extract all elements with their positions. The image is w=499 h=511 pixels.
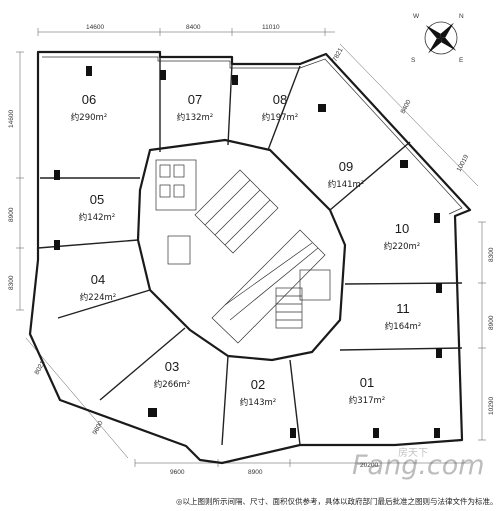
dim-bottom-3: 20200	[360, 462, 378, 469]
watermark-logo: Fang.com	[352, 450, 485, 481]
unit-08-area: 约197m²	[262, 112, 298, 123]
dim-diag-top-2: 8400	[400, 99, 413, 115]
compass-e: E	[459, 57, 464, 64]
compass-n: N	[459, 13, 464, 20]
unit-11-number: 11	[396, 301, 410, 316]
dim-left-3: 8300	[8, 275, 15, 290]
unit-10[interactable]: 10 约220m²	[384, 221, 420, 252]
dim-bottom-2: 8900	[248, 469, 263, 476]
core-details	[155, 159, 331, 344]
dim-left-1: 14600	[8, 110, 15, 128]
unit-06[interactable]: 06 约290m²	[71, 92, 107, 123]
inner-wall	[42, 56, 463, 215]
dim-right-1: 8300	[488, 247, 495, 262]
unit-05-area: 约142m²	[79, 212, 115, 223]
compass-w: W	[413, 13, 420, 20]
unit-05[interactable]: 05 约142m²	[79, 192, 115, 223]
unit-01-number: 01	[360, 375, 374, 390]
unit-06-number: 06	[82, 92, 96, 107]
structural-columns	[54, 66, 442, 438]
unit-01[interactable]: 01 约317m²	[349, 375, 385, 406]
dim-top-1: 14600	[86, 24, 104, 31]
unit-09-area: 约141m²	[328, 179, 364, 190]
watermark-cn: 房天下	[398, 448, 428, 459]
dim-diag-bottom-2: 9600	[92, 420, 105, 436]
unit-10-number: 10	[395, 221, 409, 236]
unit-09[interactable]: 09 约141m²	[328, 159, 364, 190]
right-dimensions: 8300 8900 10290	[478, 221, 495, 441]
unit-03-area: 约266m²	[154, 379, 190, 390]
unit-11-area: 约164m²	[385, 321, 421, 332]
unit-07-number: 07	[188, 92, 202, 107]
dim-left-2: 8900	[8, 207, 15, 222]
unit-02-number: 02	[251, 377, 265, 392]
unit-02[interactable]: 02 约143m²	[240, 377, 276, 408]
compass-rose: N S E W	[411, 13, 464, 64]
unit-07-area: 约132m²	[177, 112, 213, 123]
unit-03[interactable]: 03 约266m²	[154, 359, 190, 390]
dim-bottom-1: 9600	[170, 469, 185, 476]
outer-wall	[28, 50, 472, 465]
unit-03-number: 03	[165, 359, 179, 374]
dim-top-3: 11010	[262, 24, 280, 31]
core-outline	[136, 138, 347, 362]
unit-04-area: 约224m²	[80, 292, 116, 303]
left-dimensions: 14600 8900 8300	[8, 51, 24, 311]
unit-08[interactable]: 08 约197m²	[262, 92, 298, 123]
unit-04-number: 04	[91, 272, 105, 287]
unit-11[interactable]: 11 约164m²	[385, 301, 421, 332]
unit-07[interactable]: 07 约132m²	[177, 92, 213, 123]
unit-08-number: 08	[273, 92, 287, 107]
dim-right-3: 10290	[488, 397, 495, 415]
dim-top-2: 8400	[186, 24, 201, 31]
dim-right-2: 8900	[488, 315, 495, 330]
dim-diag-top-1: 7821	[332, 47, 345, 63]
unit-10-area: 约220m²	[384, 241, 420, 252]
unit-01-area: 约317m²	[349, 395, 385, 406]
unit-04[interactable]: 04 约224m²	[80, 272, 116, 303]
unit-05-number: 05	[90, 192, 104, 207]
unit-labels: 06 约290m² 07 约132m² 08 约197m² 09 约141m² …	[71, 92, 421, 408]
compass-s: S	[411, 57, 416, 64]
top-dimensions: 14600 8400 11010	[37, 24, 335, 36]
footnote: ◎以上图则所示间隔、尺寸、面积仅供参考，具体以政府部门最后批准之图则与法律文件为…	[176, 497, 498, 506]
unit-09-number: 09	[339, 159, 353, 174]
unit-02-area: 约143m²	[240, 397, 276, 408]
dim-diag-top-3: 10019	[456, 153, 471, 173]
unit-06-area: 约290m²	[71, 112, 107, 123]
